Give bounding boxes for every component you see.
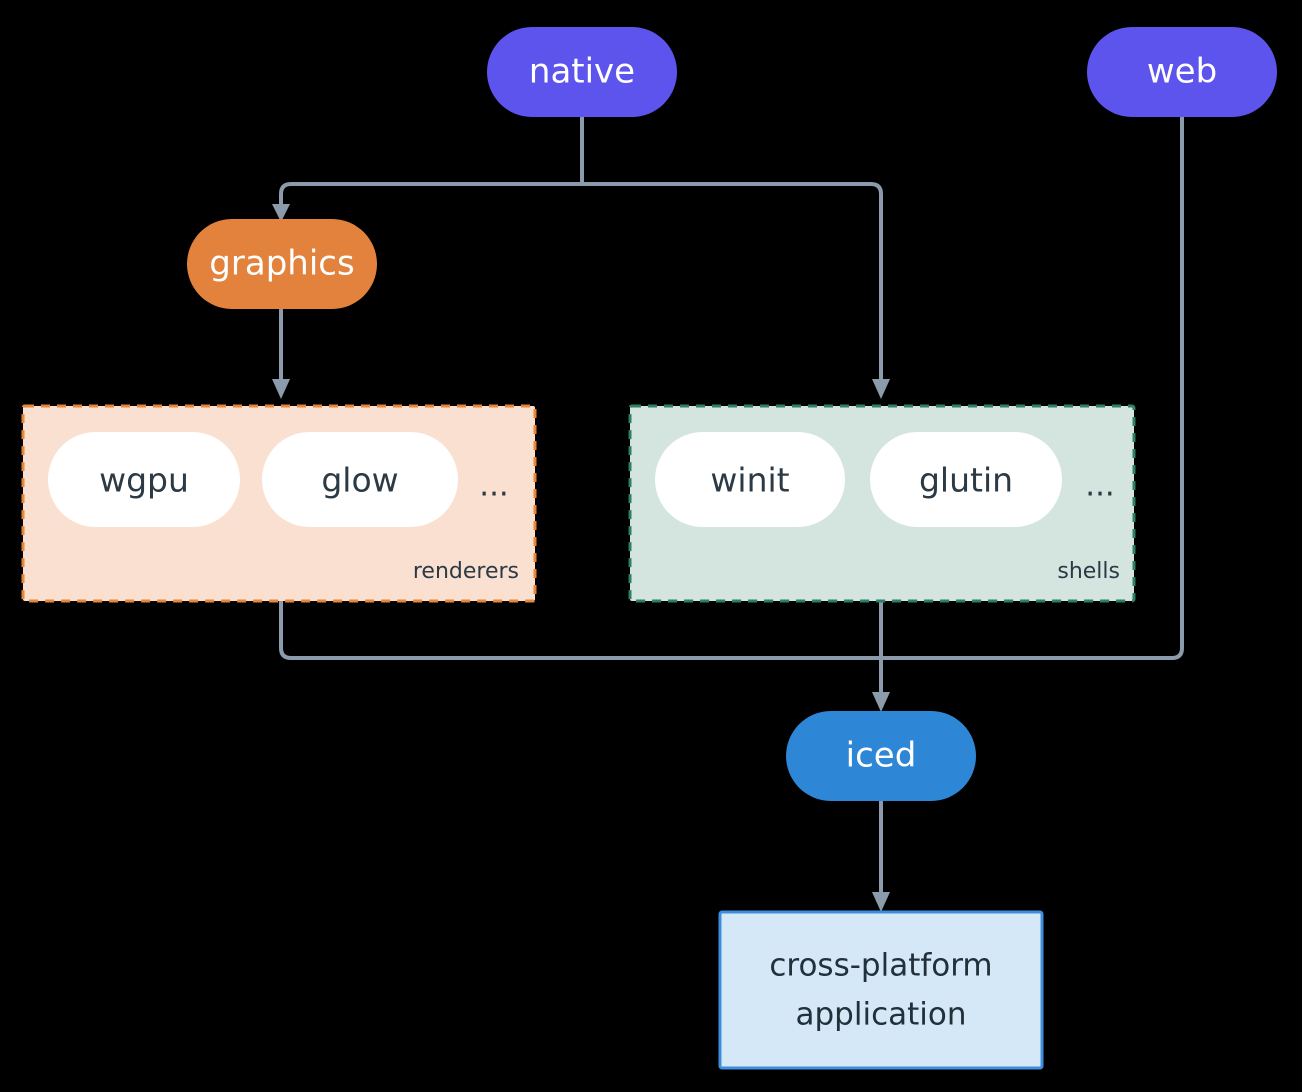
renderers-caption: renderers bbox=[413, 559, 519, 584]
shells-overflow-ellipsis: ... bbox=[1085, 468, 1115, 504]
node-application-shape bbox=[718, 910, 1044, 1070]
group-renderers[interactable]: wgpu glow ... renderers bbox=[21, 404, 537, 603]
pill-winit-label: winit bbox=[710, 461, 789, 500]
node-graphics-label: graphics bbox=[209, 244, 354, 284]
group-shells[interactable]: winit glutin ... shells bbox=[628, 404, 1136, 603]
node-native-label: native bbox=[529, 52, 635, 92]
node-web-label: web bbox=[1147, 52, 1217, 92]
node-web[interactable]: web bbox=[1087, 27, 1277, 117]
node-graphics[interactable]: graphics bbox=[187, 219, 377, 309]
pill-winit[interactable]: winit bbox=[655, 432, 845, 527]
renderers-overflow-ellipsis: ... bbox=[479, 468, 509, 504]
arrowhead-iced bbox=[872, 692, 890, 712]
edge-web-trunk bbox=[879, 115, 1184, 660]
node-iced-label: iced bbox=[846, 736, 917, 776]
arrowhead-renderers bbox=[272, 379, 290, 399]
node-application-label-line1: cross-platform bbox=[769, 948, 992, 984]
pill-winit-shape bbox=[655, 432, 845, 527]
arrowhead-graphics bbox=[272, 204, 290, 222]
shells-caption: shells bbox=[1057, 559, 1120, 584]
edge-native-to-graphics bbox=[279, 166, 584, 212]
edge-layer bbox=[272, 115, 1184, 912]
node-graphics-shape bbox=[187, 219, 377, 309]
edge-renderers-to-iced bbox=[279, 599, 883, 660]
node-iced[interactable]: iced bbox=[786, 711, 976, 801]
node-iced-shape bbox=[786, 711, 976, 801]
pill-wgpu-shape bbox=[48, 432, 240, 527]
arrowhead-application bbox=[872, 892, 890, 912]
pill-wgpu-label: wgpu bbox=[99, 461, 189, 500]
node-application[interactable]: cross-platform application bbox=[718, 910, 1044, 1070]
arrowhead-shells bbox=[872, 379, 890, 399]
node-web-shape bbox=[1087, 27, 1277, 117]
edge-native-to-shells bbox=[580, 166, 883, 387]
pill-glow[interactable]: glow bbox=[262, 432, 458, 527]
pill-glutin[interactable]: glutin bbox=[870, 432, 1062, 527]
node-application-label-line2: application bbox=[796, 997, 967, 1033]
pill-wgpu[interactable]: wgpu bbox=[48, 432, 240, 527]
pill-glutin-shape bbox=[870, 432, 1062, 527]
node-native[interactable]: native bbox=[487, 27, 677, 117]
node-native-shape bbox=[487, 27, 677, 117]
pill-glow-shape bbox=[262, 432, 458, 527]
pill-glutin-label: glutin bbox=[919, 461, 1013, 500]
pill-glow-label: glow bbox=[321, 461, 398, 500]
